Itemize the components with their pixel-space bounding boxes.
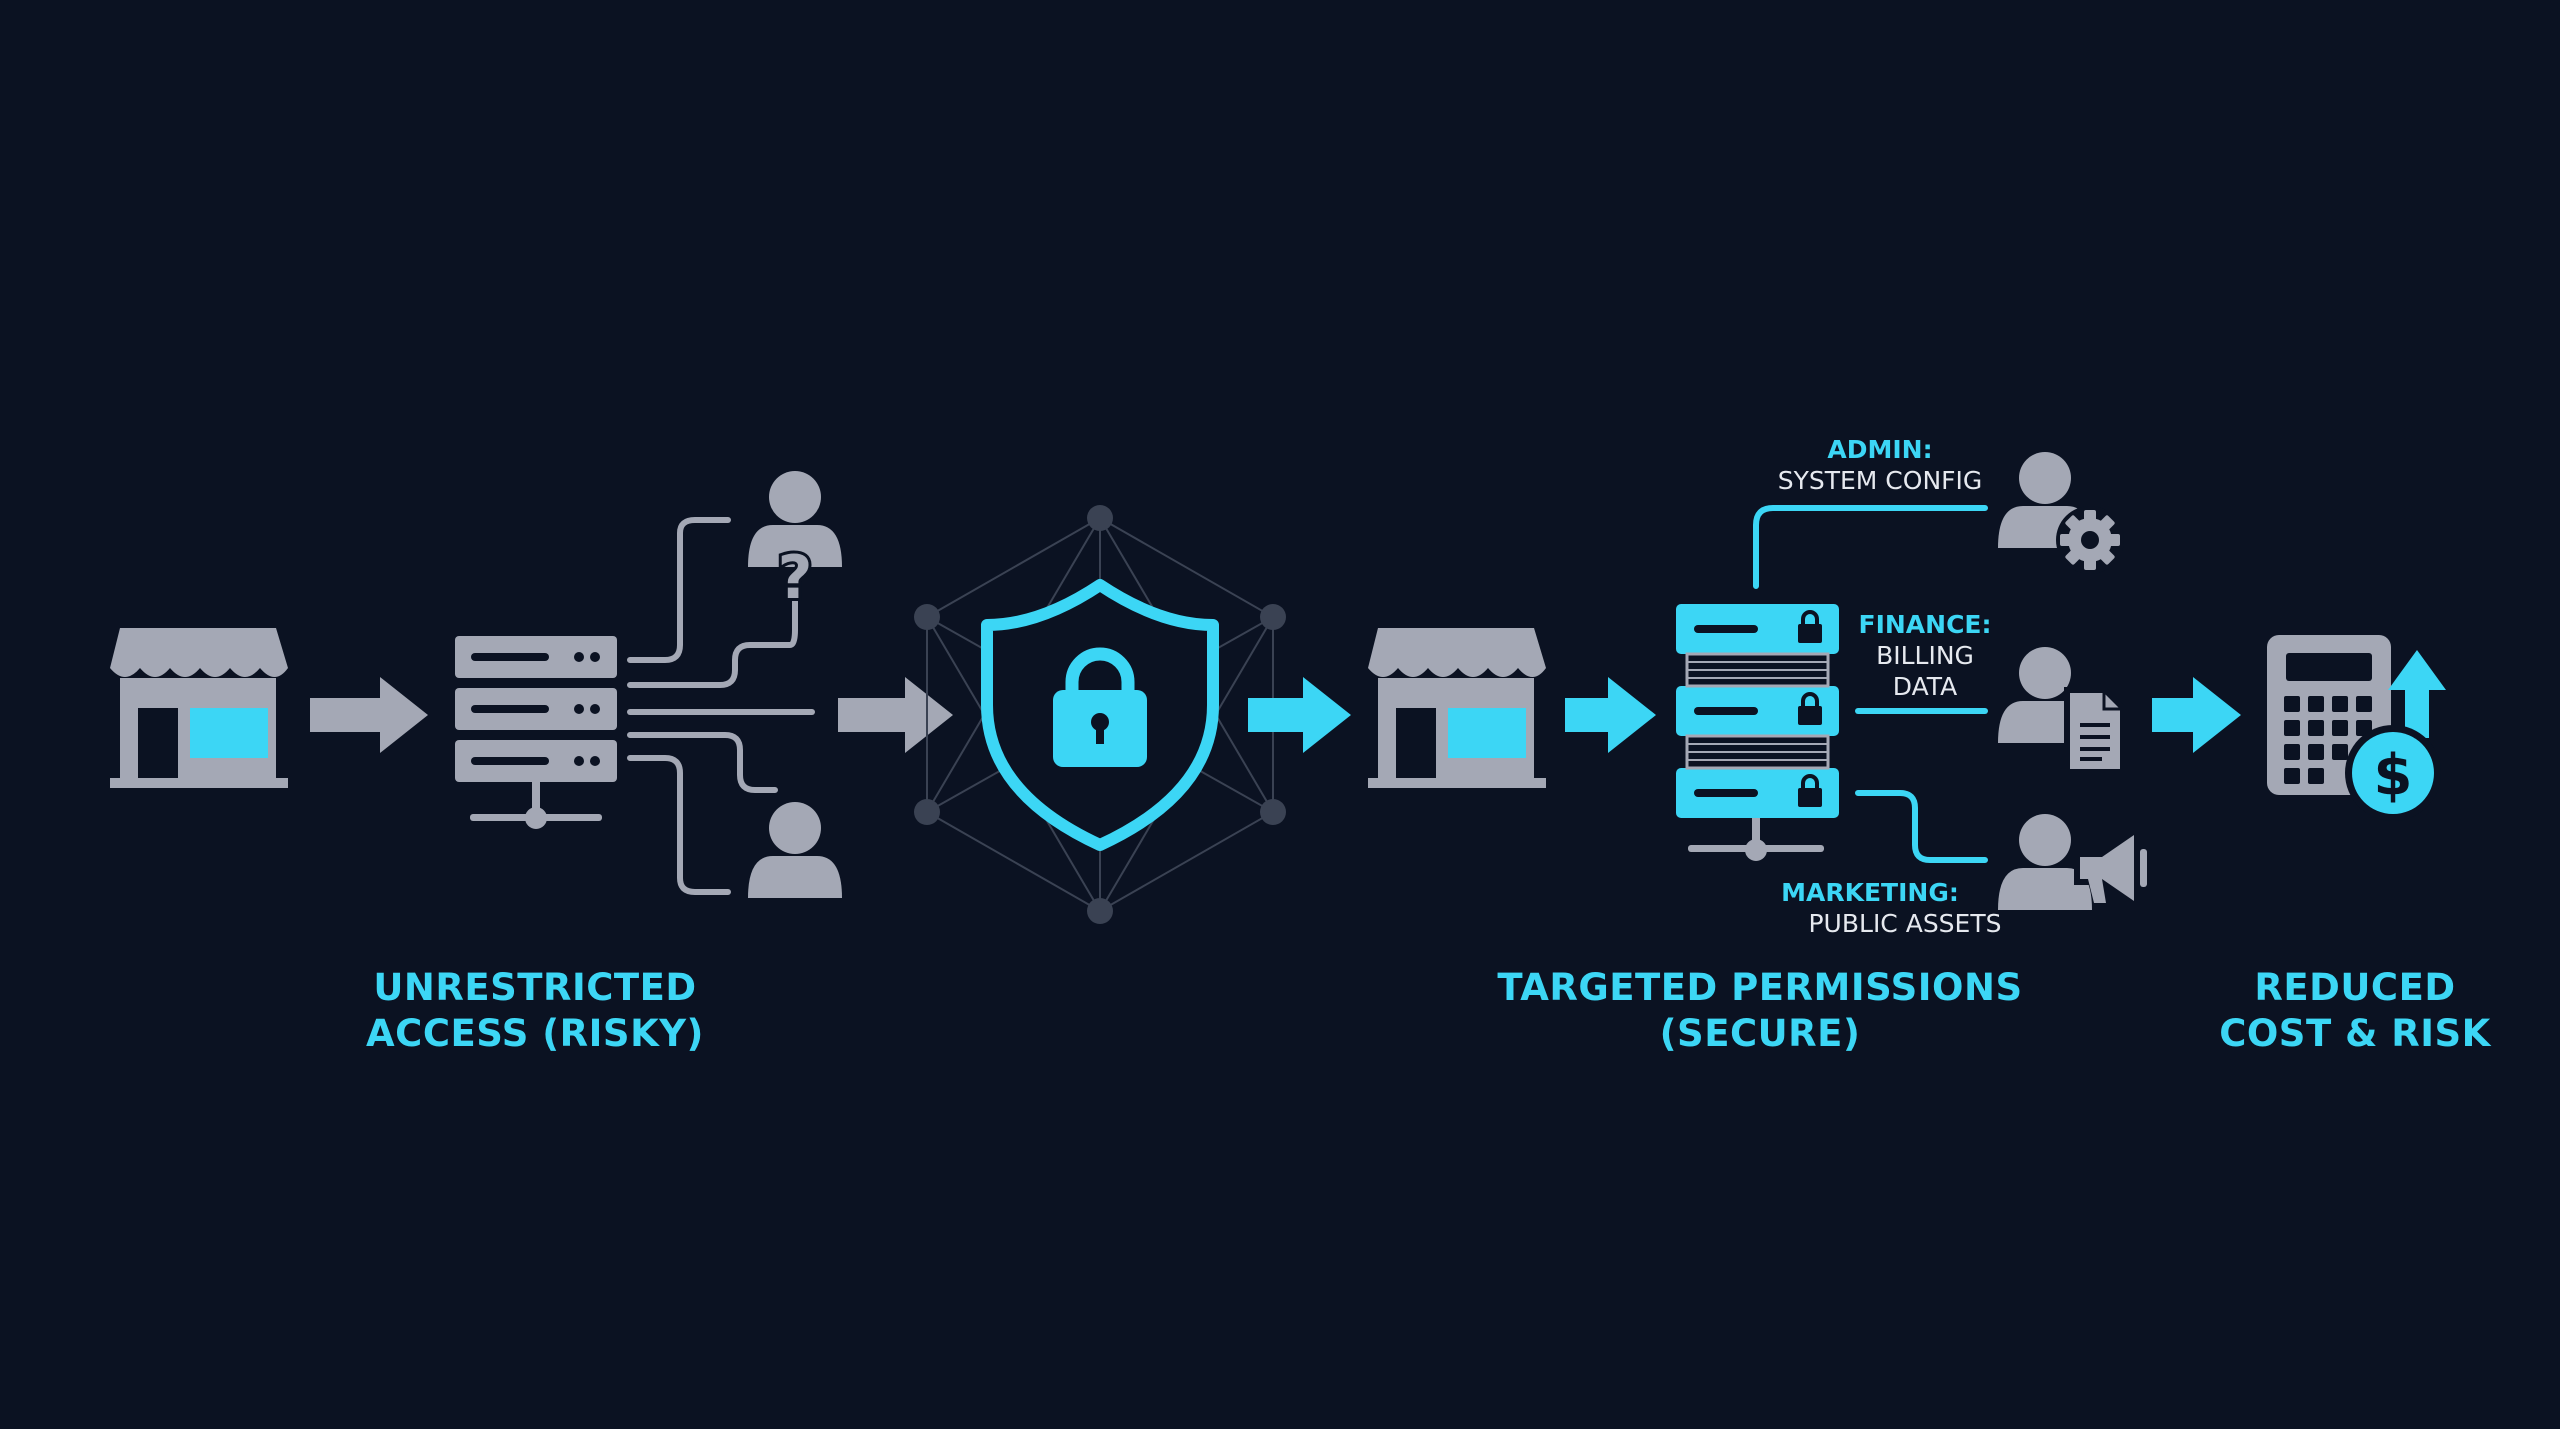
unrestricted-access-caption: UNRESTRICTED ACCESS (RISKY): [335, 965, 735, 1057]
role-name: FINANCE:: [1858, 610, 1992, 639]
svg-text:$: $: [2374, 743, 2413, 808]
server-icon: [455, 636, 617, 829]
user-icon: [748, 802, 842, 898]
role-description: BILLING: [1876, 641, 1974, 670]
padlock-icon: [1053, 647, 1147, 767]
caption-line: TARGETED PERMISSIONS: [1497, 966, 2023, 1009]
role-name: ADMIN:: [1827, 435, 1933, 464]
reduced-cost-caption: REDUCED COST & RISK: [2190, 965, 2520, 1057]
unknown-user-icon: ?: [748, 471, 842, 616]
targeted-permissions-caption: TARGETED PERMISSIONS (SECURE): [1470, 965, 2050, 1057]
user-document-icon: [1998, 647, 2126, 775]
caption-line: REDUCED: [2254, 966, 2456, 1009]
role-name: MARKETING:: [1781, 878, 1959, 907]
arrow-up-icon: [2388, 650, 2446, 738]
access-connectors: [627, 517, 815, 895]
caption-line: ACCESS (RISKY): [366, 1012, 704, 1055]
shield-lock-icon: [981, 579, 1219, 851]
secure-server-icon: [1674, 602, 1841, 861]
role-description: SYSTEM CONFIG: [1777, 466, 1983, 495]
role-description: DATA: [1892, 672, 1958, 701]
arrow-right-icon: [310, 677, 428, 753]
admin-role-label: ADMIN: SYSTEM CONFIG: [1740, 434, 2020, 496]
role-description: PUBLIC ASSETS: [1808, 909, 2002, 938]
dollar-coin-icon: $: [2345, 725, 2441, 821]
arrow-right-icon: [1565, 677, 1656, 753]
arrow-right-icon: [1248, 677, 1351, 753]
storefront-icon: [110, 628, 288, 788]
arrow-right-icon: [838, 677, 953, 753]
caption-line: UNRESTRICTED: [373, 966, 697, 1009]
finance-role-label: FINANCE: BILLING DATA: [1840, 609, 2010, 702]
arrow-right-icon: [2152, 677, 2241, 753]
user-megaphone-icon: [1998, 814, 2147, 910]
permission-connectors: [1753, 505, 1988, 863]
marketing-role-label: MARKETING: PUBLIC ASSETS: [1770, 877, 2040, 939]
storefront-icon: [1368, 628, 1546, 788]
svg-text:?: ?: [778, 543, 813, 613]
user-gear-icon: [1998, 452, 2124, 574]
caption-line: (SECURE): [1659, 1012, 1861, 1055]
caption-line: COST & RISK: [2219, 1012, 2491, 1055]
